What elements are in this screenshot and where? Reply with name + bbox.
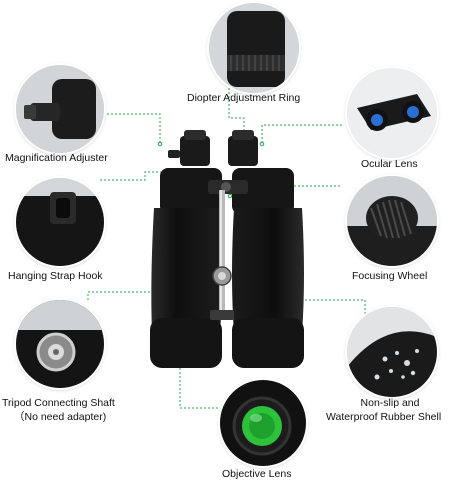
strap-hook-detail bbox=[16, 178, 104, 266]
tripod-label-line1: Tripod Connecting Shaft bbox=[2, 397, 115, 409]
objective-lens-detail bbox=[220, 380, 306, 466]
magnification-adjuster-detail bbox=[16, 65, 104, 153]
focusing-wheel-label: Focusing Wheel bbox=[352, 270, 428, 282]
nonslip-label-line1: Non-slip and bbox=[360, 397, 420, 409]
objective-label: Objective Lens bbox=[222, 468, 292, 480]
ocular-lens-detail bbox=[347, 68, 437, 158]
binoculars-illustration bbox=[150, 130, 304, 368]
strap-hook-label: Hanging Strap Hook bbox=[8, 270, 103, 282]
ocular-label: Ocular Lens bbox=[361, 158, 418, 170]
focusing-wheel-detail bbox=[347, 176, 437, 266]
tripod-shaft-detail bbox=[16, 300, 104, 388]
diopter-ring-detail bbox=[209, 3, 299, 93]
tripod-label-line2: （No need adapter) bbox=[14, 411, 107, 423]
rubber-shell-detail bbox=[347, 307, 437, 397]
nonslip-label-line2: Waterproof Rubber Shell bbox=[326, 411, 442, 423]
diopter-label: Diopter Adjustment Ring bbox=[187, 92, 301, 104]
magnification-label: Magnification Adjuster bbox=[5, 152, 108, 164]
